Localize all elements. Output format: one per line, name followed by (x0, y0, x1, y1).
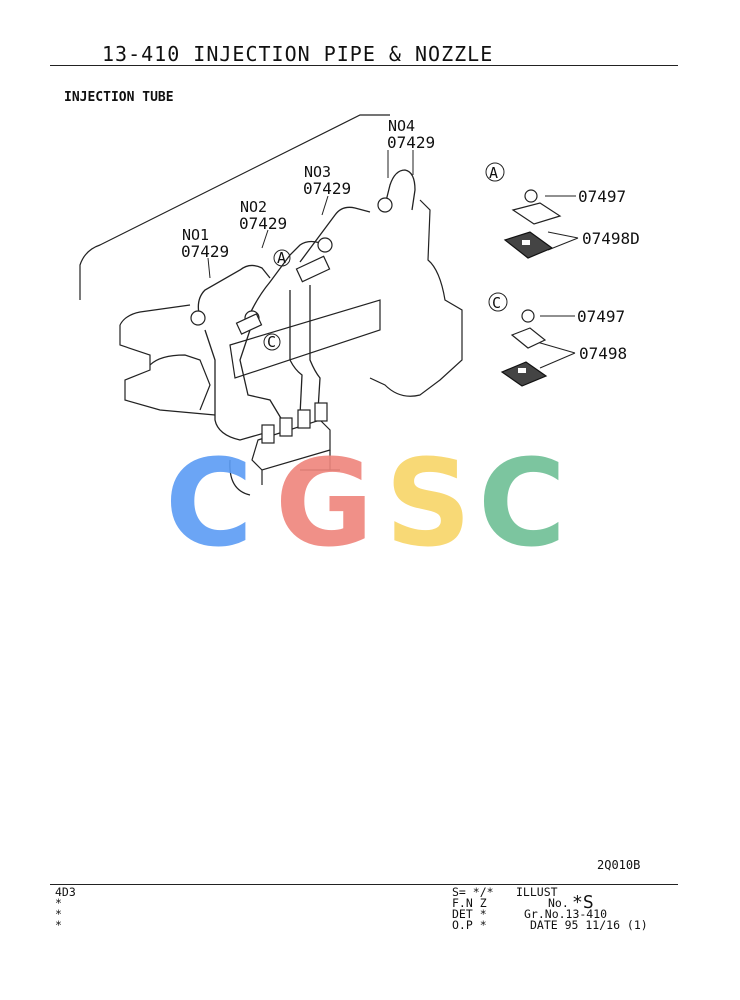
pipe-no2-part: 07429 (239, 214, 287, 233)
pipe-no3-label: NO3 (304, 163, 331, 181)
footer-star-1: * (55, 896, 62, 910)
footer-star-3: * (55, 918, 62, 932)
footer-no-label: No. (548, 896, 569, 910)
title-divider (50, 65, 678, 66)
footer-illust-label: ILLUST (516, 885, 558, 899)
detail-c-marker: C (492, 294, 501, 312)
detail-a-part-2: 07498D (582, 229, 640, 248)
clamps (235, 255, 331, 335)
footer-op: O.P * (452, 918, 487, 932)
detail-a-marker: A (489, 164, 498, 182)
detail-a-circle (485, 162, 505, 182)
illustration-code: 2Q010B (597, 858, 641, 872)
footer-model-block: 4D3 * * * (55, 885, 76, 932)
callout-markers (263, 162, 508, 351)
footer-star-2: * (55, 907, 62, 921)
footer-codes-block: S= */* F.N Z DET * O.P * (452, 885, 494, 932)
cgsc-watermark: C G S C (165, 435, 566, 574)
marker-a-circle (273, 249, 291, 267)
footer-fnz: F.N Z (452, 896, 487, 910)
footer-det: DET * (452, 907, 487, 921)
footer-model: 4D3 (55, 885, 76, 899)
detail-a-part-1: 07497 (578, 187, 626, 206)
footer-date: DATE 95 11/16 (1) (530, 918, 648, 932)
watermark-letter-c1: C (165, 435, 253, 574)
footer-gr-no: Gr.No.13-410 (524, 907, 608, 921)
footer-illust-no: *S (572, 892, 594, 913)
detail-a-parts (503, 189, 562, 259)
footer-illust-block: ILLUST No. Gr.No.13-410 DATE 95 11/16 (1… (516, 885, 648, 932)
pipe-no4-part: 07429 (387, 133, 435, 152)
marker-c-circle (263, 333, 281, 351)
footer-s-label: S= */* (452, 885, 494, 899)
watermark-letter-c2: C (478, 435, 566, 574)
watermark-letter-s: S (385, 435, 471, 574)
detail-c-part-2: 07498 (579, 344, 627, 363)
watermark-letter-g: G (275, 435, 374, 574)
pipe-no1-label: NO1 (182, 226, 209, 244)
marker-a-label: A (277, 249, 286, 267)
pipe-no2-label: NO2 (240, 198, 267, 216)
detail-c-circle (488, 292, 508, 312)
pipe-no3-part: 07429 (303, 179, 351, 198)
detail-c-part-1: 07497 (577, 307, 625, 326)
section-subtitle: INJECTION TUBE (64, 90, 174, 105)
nozzle-holders (190, 197, 393, 444)
page-title: 13-410 INJECTION PIPE & NOZZLE (102, 42, 494, 66)
detail-c-parts (500, 309, 548, 387)
pipe-no4-label: NO4 (388, 117, 415, 135)
pipe-no1-part: 07429 (181, 242, 229, 261)
footer-divider (50, 884, 678, 885)
marker-c-label: C (267, 333, 276, 351)
injection-pipes (197, 169, 416, 441)
